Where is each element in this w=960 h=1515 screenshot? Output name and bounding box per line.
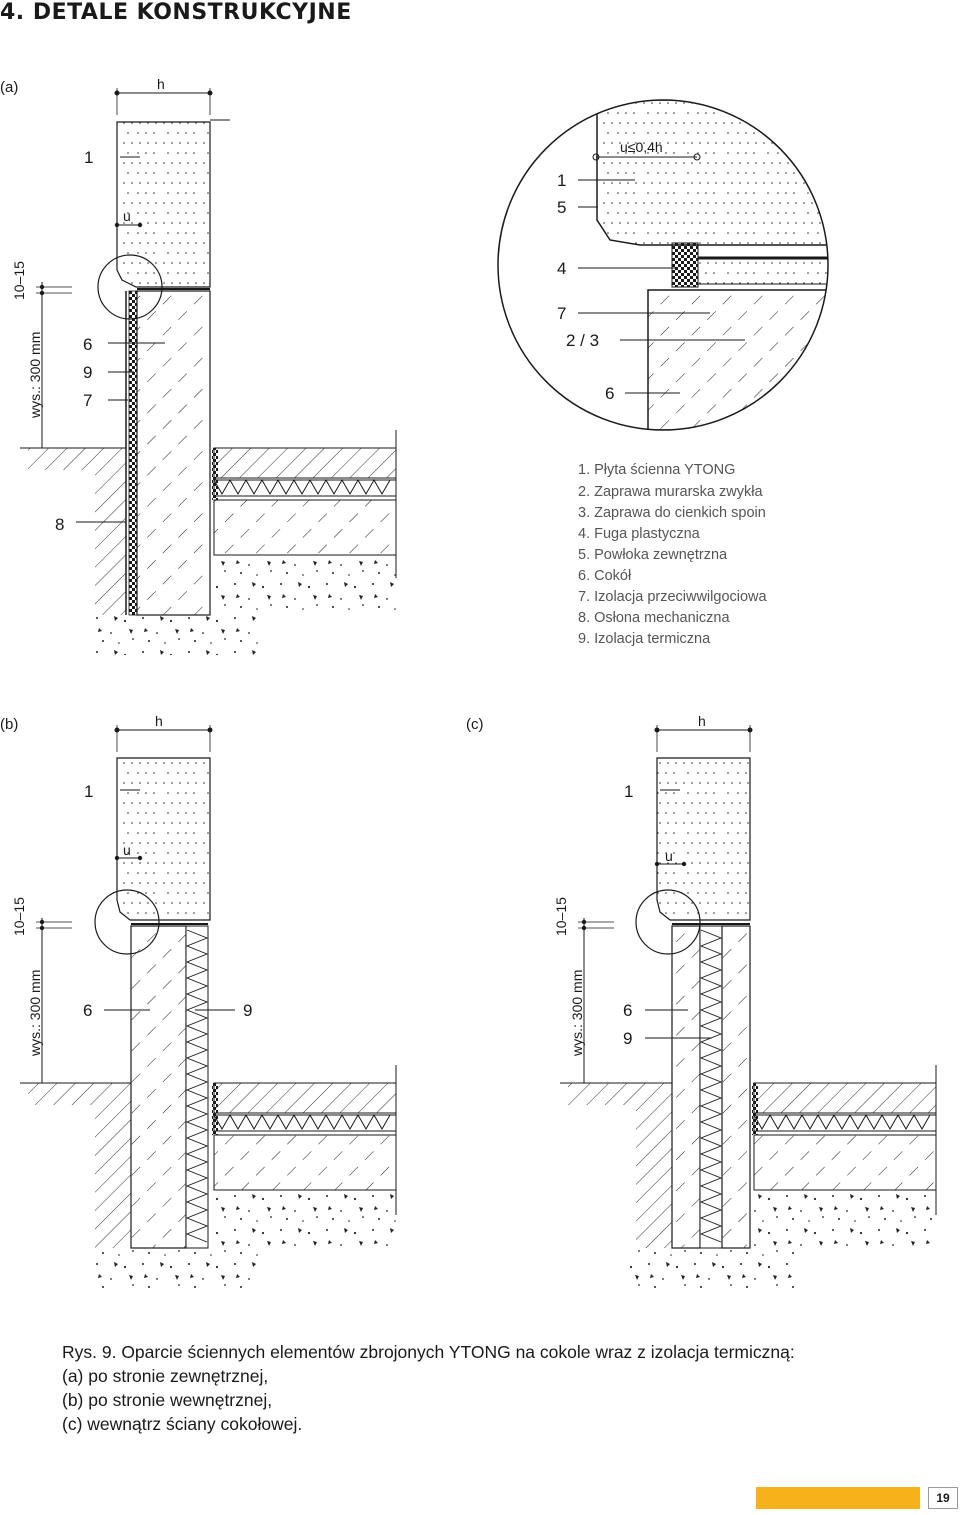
legend-item: 4. Fuga plastyczna (578, 526, 701, 542)
panel-c-h-label: h (698, 713, 706, 729)
panel-b-label-6: 6 (83, 1001, 92, 1020)
detail-u-dim: u≤0,4h (620, 139, 663, 155)
panel-a-gap-dim: 10–15 (11, 261, 27, 300)
detail-label-1: 1 (557, 171, 566, 190)
panel-a: (a) h u 1 8 (0, 76, 397, 655)
panel-c-tag: (c) (466, 716, 484, 733)
detail-label-6: 6 (605, 384, 614, 403)
panel-a-u-label: u (123, 208, 131, 224)
figure-caption-c: (c) wewnątrz ściany cokołowej. (62, 1414, 303, 1434)
panel-a-label-6: 6 (83, 335, 92, 354)
figure-caption-a: (a) po stronie zewnętrznej, (62, 1366, 269, 1386)
panel-c-height-dim: wys.: 300 mm (569, 970, 585, 1057)
page-number: 19 (928, 1487, 958, 1509)
panel-a-height-dim: wys.: 300 mm (27, 332, 43, 419)
panel-a-label-9: 9 (83, 363, 92, 382)
panel-b-height-dim: wys.: 300 mm (27, 970, 43, 1057)
panel-b-gap-dim: 10–15 (11, 897, 27, 936)
detail-label-7: 7 (557, 304, 566, 323)
panel-a-label-7: 7 (83, 391, 92, 410)
panel-c-label-9: 9 (623, 1029, 632, 1048)
panel-a-tag: (a) (0, 79, 18, 96)
detail-label-5: 5 (557, 198, 566, 217)
legend-item: 7. Izolacja przeciwwilgociowa (578, 589, 768, 605)
panel-c-u-label: u (665, 848, 673, 864)
panel-c-label-6: 6 (623, 1001, 632, 1020)
legend-item: 9. Izolacja termiczna (578, 631, 711, 647)
panel-c-gap-dim: 10–15 (553, 897, 569, 936)
legend-item: 2. Zaprawa murarska zwykła (578, 484, 763, 500)
legend-item: 1. Płyta ścienna YTONG (578, 462, 735, 478)
panel-b-h-label: h (155, 713, 163, 729)
legend-item: 3. Zaprawa do cienkich spoin (578, 505, 766, 521)
legend: 1. Płyta ścienna YTONG 2. Zaprawa murars… (578, 462, 768, 647)
panel-b: (b) h u 1 6 9 10–15 wys.: 3 (0, 713, 397, 1288)
footer-accent-bar (756, 1487, 920, 1509)
panel-b-u-label: u (123, 842, 131, 858)
panel-c-label-1: 1 (624, 782, 633, 801)
legend-item: 5. Powłoka zewnętrzna (578, 547, 728, 563)
panel-a-label-1: 1 (84, 148, 93, 167)
panel-c: (c) h u 1 6 9 10–15 wy (466, 713, 937, 1288)
panel-b-label-9: 9 (243, 1001, 252, 1020)
detail-label-2-3: 2 / 3 (566, 331, 599, 350)
legend-item: 6. Cokół (578, 568, 632, 584)
panel-a-h-label: h (157, 76, 165, 92)
panel-a-label-8: 8 (55, 515, 64, 534)
figure-caption-title: Rys. 9. Oparcie ściennych elementów zbro… (62, 1342, 795, 1362)
detail-circle: u≤0,4h 1 5 4 7 2 / 3 6 (497, 99, 829, 431)
page-title: 4. DETALE KONSTRUKCYJNE (0, 0, 352, 25)
panel-b-label-1: 1 (84, 782, 93, 801)
figure-caption-b: (b) po stronie wewnętrznej, (62, 1390, 273, 1410)
legend-item: 8. Osłona mechaniczna (578, 610, 730, 626)
detail-label-4: 4 (557, 259, 566, 278)
panel-b-tag: (b) (0, 716, 18, 733)
